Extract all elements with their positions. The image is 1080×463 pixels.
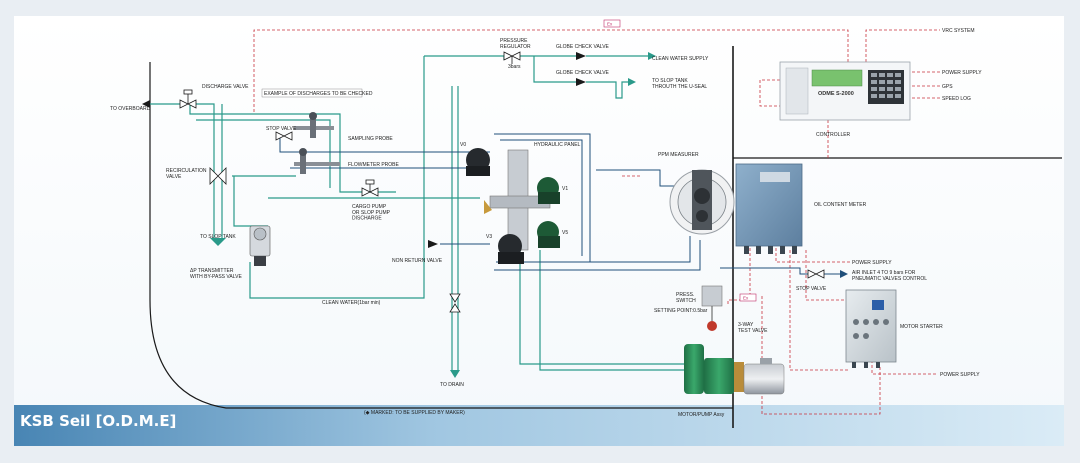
ex-tag-mid: Ex — [739, 293, 757, 302]
label-v0: V0 — [460, 142, 466, 148]
label-controller: CONTROLLER — [816, 132, 851, 138]
check-valve-symbols — [428, 52, 586, 248]
ppm-measurer — [669, 169, 735, 235]
flowmeter-probe — [294, 148, 340, 174]
footer-band — [14, 405, 1064, 446]
motor-starter-box — [845, 289, 897, 368]
press-switch — [701, 285, 723, 331]
label-to-slop-tank: TO SLOP TANK — [200, 234, 236, 240]
label-speed-log: SPEED LOG — [942, 96, 971, 102]
actuators — [183, 56, 513, 192]
signal-wiring — [253, 29, 940, 415]
label-stop-valve-right: STOP VALVE — [796, 286, 827, 292]
ex-tag-top: Ex — [603, 19, 621, 28]
oil-content-meter — [735, 163, 803, 254]
svg-text:Ex: Ex — [607, 22, 613, 27]
label-v1: V1 — [562, 186, 568, 192]
label-v3: V3 — [486, 234, 492, 240]
label-non-return-valve: NON RETURN VALVE — [392, 258, 443, 264]
label-power-supply-top: POWER SUPPLY — [942, 70, 982, 76]
water-lines — [150, 55, 700, 371]
motor-pump — [684, 344, 785, 395]
watermark-title: KSB Seil [O.D.M.E] — [20, 412, 176, 430]
hydraulic-panel — [466, 148, 560, 264]
label-motor-starter: MOTOR STARTER — [900, 324, 943, 330]
label-globe-check-1: GLOBE CHECK VALVE — [556, 44, 610, 50]
label-flowmeter-probe: FLOWMETER PROBE — [348, 162, 400, 168]
label-sampling-probe: SAMPLING PROBE — [348, 136, 393, 142]
label-power-supply-mid: POWER SUPPLY — [852, 260, 892, 266]
label-to-overboard: TO OVERBOARD — [110, 106, 151, 112]
sampling-probe — [294, 112, 334, 138]
footer-note: (◆ MARKED: TO BE SUPPLIED BY MAKER) — [364, 410, 465, 416]
label-clean-water-supply: CLEAN WATER SUPPLY — [652, 56, 709, 62]
label-globe-check-2: GLOBE CHECK VALVE — [556, 70, 610, 76]
label-vrc-system: VRC SYSTEM — [942, 28, 975, 34]
label-oil-content-meter: OIL CONTENT METER — [814, 202, 867, 208]
odme-model: ODME S-2000 — [818, 91, 854, 97]
label-ppm-measurer: PPM MEASURER — [658, 152, 699, 158]
label-power-supply-bottom: POWER SUPPLY — [940, 372, 980, 378]
label-clean-water-line: CLEAN WATER(1bar min) — [322, 300, 381, 306]
svg-text:Ex: Ex — [743, 296, 749, 301]
label-motor-pump: MOTOR/PUMP Assy — [678, 412, 725, 418]
sample-lines — [279, 133, 840, 275]
label-press-switch: PRESS.SWITCH — [676, 292, 696, 304]
hull-outline — [149, 62, 733, 409]
label-stop-valve-top: STOP VALVE — [266, 126, 297, 132]
label-discharge-valve: DISCHARGE VALVE — [202, 84, 249, 90]
odme-controller: ODME S-2000 — [779, 61, 911, 121]
label-pressure-bars: 3bars — [508, 64, 521, 70]
diagram-labels: TO OVERBOARD DISCHARGE VALVE RECIRCULATI… — [110, 28, 982, 418]
label-setting-point: SETTING POINT:0.5bar — [654, 308, 708, 314]
label-hydraulic-panel: HYDRAULIC PANEL — [534, 142, 581, 148]
label-to-drain: TO DRAIN — [440, 382, 464, 388]
label-v5: V5 — [562, 230, 568, 236]
label-gps: GPS — [942, 84, 953, 90]
label-example-discharges: EXAMPLE OF DISCHARGES TO BE CHECKED — [264, 91, 373, 97]
dp-transmitter — [249, 225, 271, 266]
flow-arrows — [142, 52, 848, 378]
